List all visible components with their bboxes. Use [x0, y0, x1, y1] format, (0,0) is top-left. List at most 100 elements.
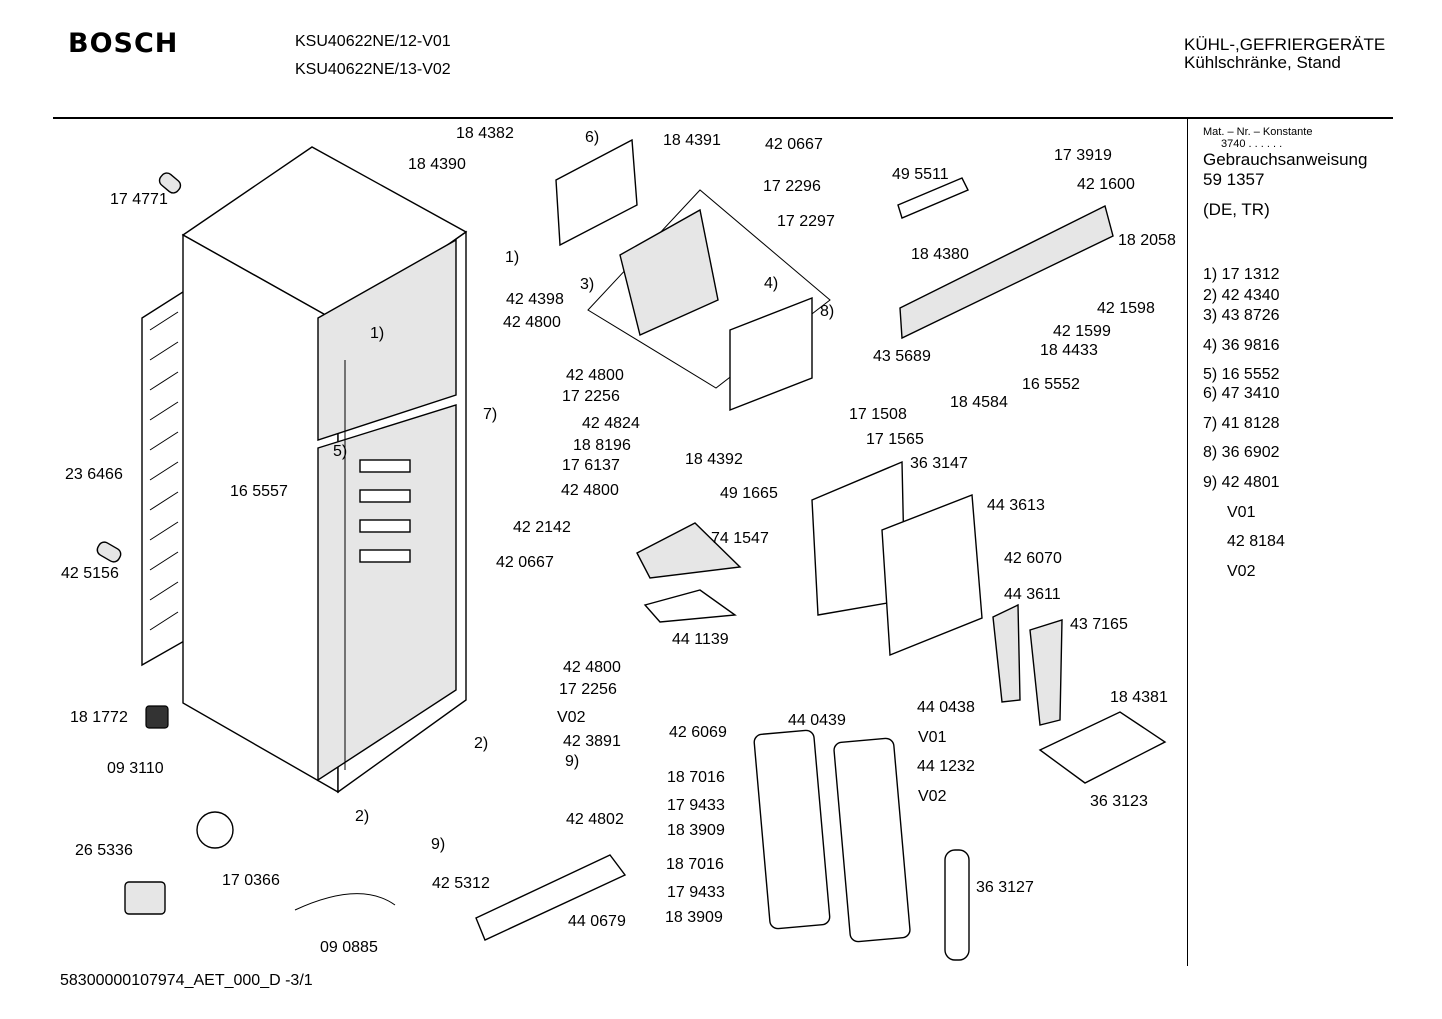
part-label: 09 0885	[320, 939, 378, 956]
footnote-item: 6) 47 3410	[1203, 385, 1280, 402]
fan-blade-drawing	[196, 811, 234, 849]
part-label: 36 3127	[976, 879, 1034, 896]
base-plate-drawing	[1038, 711, 1167, 784]
part-label: 42 2142	[513, 519, 571, 536]
model-number-2: KSU40622NE/13-V02	[295, 61, 451, 78]
door-panel-drawing	[753, 729, 831, 930]
roller-drawing	[158, 172, 182, 194]
part-label: 18 3909	[665, 909, 723, 926]
part-label: 18 2058	[1118, 232, 1176, 249]
control-panel-drawing	[897, 177, 1114, 340]
part-label: 42 5312	[432, 875, 490, 892]
part-label: 18 4391	[663, 132, 721, 149]
part-label: 42 4824	[582, 415, 640, 432]
door-panel-drawing	[833, 737, 911, 943]
part-label: 18 4390	[408, 156, 466, 173]
door-shelf-drawing	[992, 603, 1021, 703]
part-label: 42 0667	[765, 136, 823, 153]
part-label: 49 1665	[720, 485, 778, 502]
part-label: 18 4584	[950, 394, 1008, 411]
part-label: 18 4382	[456, 125, 514, 142]
part-label: 43 5689	[873, 348, 931, 365]
part-label: 17 9433	[667, 884, 725, 901]
part-label: 18 8196	[573, 437, 631, 454]
handle-drawing	[944, 849, 970, 961]
part-label: 17 4771	[110, 191, 168, 208]
part-label: 6)	[585, 129, 600, 146]
part-label: 7)	[483, 406, 498, 423]
part-label: 36 3147	[910, 455, 968, 472]
part-label: 2)	[474, 735, 489, 752]
part-label: 18 4381	[1110, 689, 1168, 706]
footnote-item: 5) 16 5552	[1203, 366, 1280, 383]
part-label: 42 4802	[566, 811, 624, 828]
condenser-drawing	[141, 288, 187, 667]
part-label: 42 4398	[506, 291, 564, 308]
part-label: 16 5557	[230, 483, 288, 500]
konstante-label: Mat. – Nr. – Konstante	[1203, 126, 1313, 138]
power-cable-drawing	[294, 893, 396, 911]
part-label: 18 4380	[911, 246, 969, 263]
part-label: 23 6466	[65, 466, 123, 483]
part-label: 42 1600	[1077, 176, 1135, 193]
sidebar-divider	[1187, 118, 1188, 966]
category-title: KÜHL-,GEFRIERGERÄTE	[1184, 35, 1386, 54]
part-label: 8)	[820, 303, 835, 320]
part-label: 44 0439	[788, 712, 846, 729]
part-label: 42 6069	[669, 724, 727, 741]
part-label: V02	[557, 709, 586, 726]
footnote-item: 42 8184	[1227, 533, 1285, 550]
part-label: 42 6070	[1004, 550, 1062, 567]
brand-logo: BOSCH	[68, 28, 179, 59]
exploded-parts-drawing	[96, 138, 1167, 961]
door-shelf-drawing	[1029, 619, 1063, 726]
part-label: 36 3123	[1090, 793, 1148, 810]
part-label: 17 2296	[763, 178, 821, 195]
part-label: 44 1139	[672, 631, 729, 648]
part-label: 3)	[580, 276, 595, 293]
cabinet-drawing	[181, 146, 468, 794]
roller-drawing	[96, 541, 122, 563]
manual-languages: (DE, TR)	[1203, 200, 1270, 219]
part-label: 17 1508	[849, 406, 907, 423]
part-label: 1)	[505, 249, 520, 266]
part-label: 5)	[333, 443, 348, 460]
part-label: 17 6137	[562, 457, 620, 474]
part-label: V02	[918, 788, 947, 805]
part-label: 44 3611	[1004, 586, 1061, 603]
footnote-item: 1) 17 1312	[1203, 266, 1280, 283]
part-label: 2)	[355, 808, 370, 825]
part-label: 16 5552	[1022, 376, 1080, 393]
konstante-value: 3740 . . . . . .	[1221, 138, 1283, 150]
cover-panel-drawing	[881, 494, 983, 657]
footnote-variant: V02	[1227, 563, 1256, 580]
part-label: 43 7165	[1070, 616, 1128, 633]
kickplate-drawing	[475, 854, 627, 941]
part-label: 17 2256	[559, 681, 617, 698]
part-label: 9)	[431, 836, 446, 853]
part-label: 09 3110	[107, 760, 164, 777]
part-label: 17 1565	[866, 431, 924, 448]
part-label: 1)	[370, 325, 385, 342]
part-label: 42 1599	[1053, 323, 1111, 340]
part-label: 42 1598	[1097, 300, 1155, 317]
part-label: 74 1547	[711, 530, 769, 547]
model-number-1: KSU40622NE/12-V01	[295, 33, 451, 50]
document-id: 58300000107974_AET_000_D -3/1	[60, 972, 313, 989]
air-duct-drawing	[636, 522, 742, 579]
part-label: 17 2297	[777, 213, 835, 230]
part-label: 17 9433	[667, 797, 725, 814]
part-label: 17 3919	[1054, 147, 1112, 164]
manual-number: 59 1357	[1203, 170, 1265, 189]
part-label: 26 5336	[75, 842, 133, 859]
relay-drawing	[145, 705, 169, 729]
part-label: 42 5156	[61, 565, 119, 582]
part-label: 42 4800	[503, 314, 561, 331]
part-label: 44 3613	[987, 497, 1045, 514]
part-label: 42 4800	[563, 659, 621, 676]
footnote-item: 9) 42 4801	[1203, 474, 1280, 491]
part-label: 18 7016	[666, 856, 724, 873]
part-label: 18 4433	[1040, 342, 1098, 359]
evaporator-drawing	[555, 138, 831, 412]
manual-label: Gebrauchsanweisung	[1203, 150, 1368, 169]
